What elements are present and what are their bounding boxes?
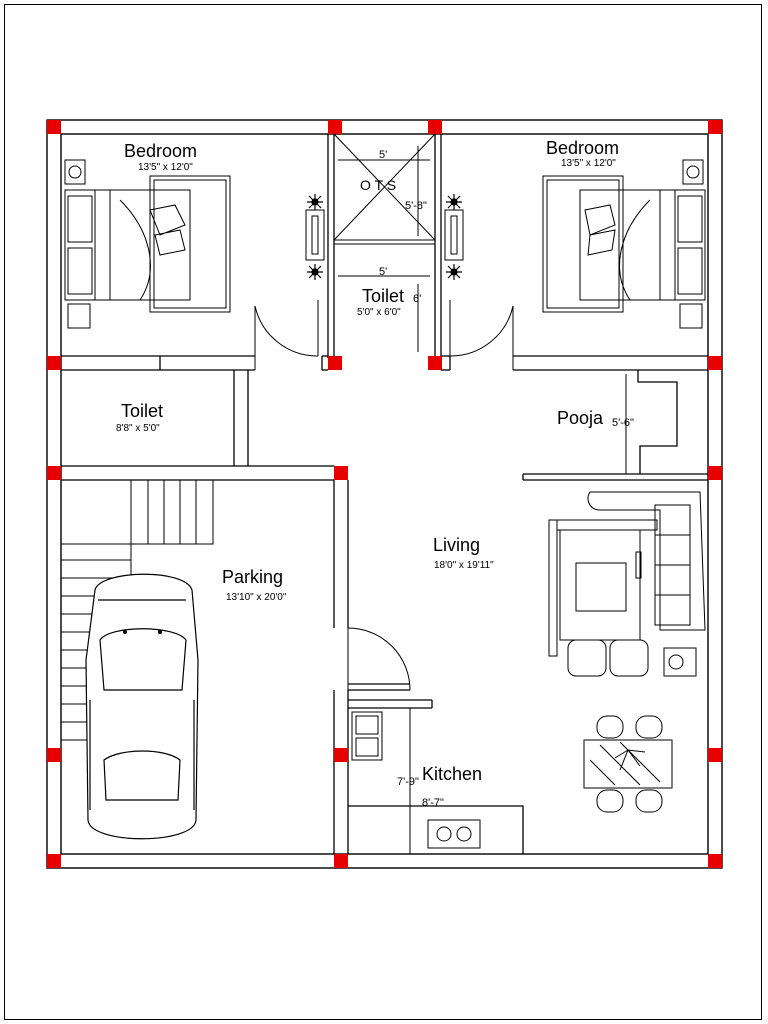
living-title: Living xyxy=(433,535,480,555)
sofa-set-icon xyxy=(548,491,706,677)
kitchen-horizontal-dim: 8'-7" xyxy=(422,797,444,809)
toilet-left-title: Toilet xyxy=(121,401,163,421)
outer-walls xyxy=(46,119,723,869)
columns xyxy=(47,120,722,868)
toilet-left-size: 8'8" x 5'0" xyxy=(116,423,160,434)
toilet-top-dim: 5' xyxy=(379,266,387,278)
bed-right-icon xyxy=(542,159,706,329)
toilet-center-size: 5'0" x 6'0" xyxy=(357,307,401,318)
dining-table-icon xyxy=(583,715,673,813)
pooja-dim: 5'-6" xyxy=(612,417,634,429)
kitchen-title: Kitchen xyxy=(422,764,482,784)
drawing-frame xyxy=(4,4,762,1020)
interior-walls xyxy=(61,134,708,854)
car-icon xyxy=(85,573,199,840)
ots-label: O T S xyxy=(360,177,396,193)
toilet-windows xyxy=(305,209,464,261)
parking-size: 13'10" x 20'0" xyxy=(226,592,287,603)
parking-title: Parking xyxy=(222,567,283,587)
pooja-title: Pooja xyxy=(557,408,604,428)
plant-icon xyxy=(307,194,462,280)
bed-left-icon xyxy=(64,159,231,329)
ots-side-dim: 5'-8" xyxy=(405,200,427,212)
doors xyxy=(254,300,514,691)
toilet-side-dim: 6' xyxy=(413,293,421,305)
bedroom-right-size: 13'5" x 12'0" xyxy=(561,158,616,169)
bedroom-right-title: Bedroom xyxy=(546,138,619,158)
toilet-center-title: Toilet xyxy=(362,286,404,306)
sink-icon xyxy=(351,711,383,761)
ots-top-dim: 5' xyxy=(379,149,387,161)
bedroom-left-title: Bedroom xyxy=(124,141,197,161)
bedroom-left-size: 13'5" x 12'0" xyxy=(138,162,193,173)
kitchen-vertical-dim: 7'-9" xyxy=(397,776,419,788)
ots-area xyxy=(333,133,436,352)
living-size: 18'0" x 19'11" xyxy=(434,560,494,571)
stove-icon xyxy=(427,819,481,849)
kitchen-dimensions xyxy=(348,708,520,854)
